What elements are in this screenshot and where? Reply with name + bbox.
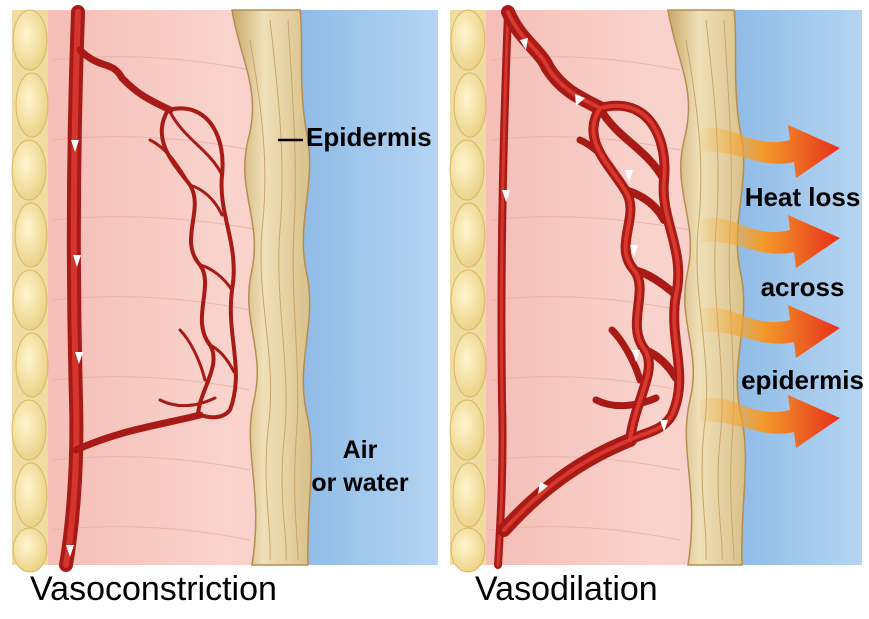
air-water-label: Air or water	[305, 434, 415, 500]
heat-epidermis-label: epidermis	[736, 365, 869, 396]
fat-layer-right	[450, 10, 486, 572]
vasodilation-caption: Vasodilation	[475, 570, 658, 609]
epidermis-label: Epidermis	[306, 122, 432, 153]
heat-loss-label: Heat loss	[740, 182, 865, 213]
vasoconstriction-caption: Vasoconstriction	[30, 570, 277, 609]
across-label: across	[740, 272, 865, 303]
air-label-line1: Air	[305, 434, 415, 467]
air-label-line2: or water	[305, 467, 415, 500]
fat-layer	[12, 10, 48, 572]
